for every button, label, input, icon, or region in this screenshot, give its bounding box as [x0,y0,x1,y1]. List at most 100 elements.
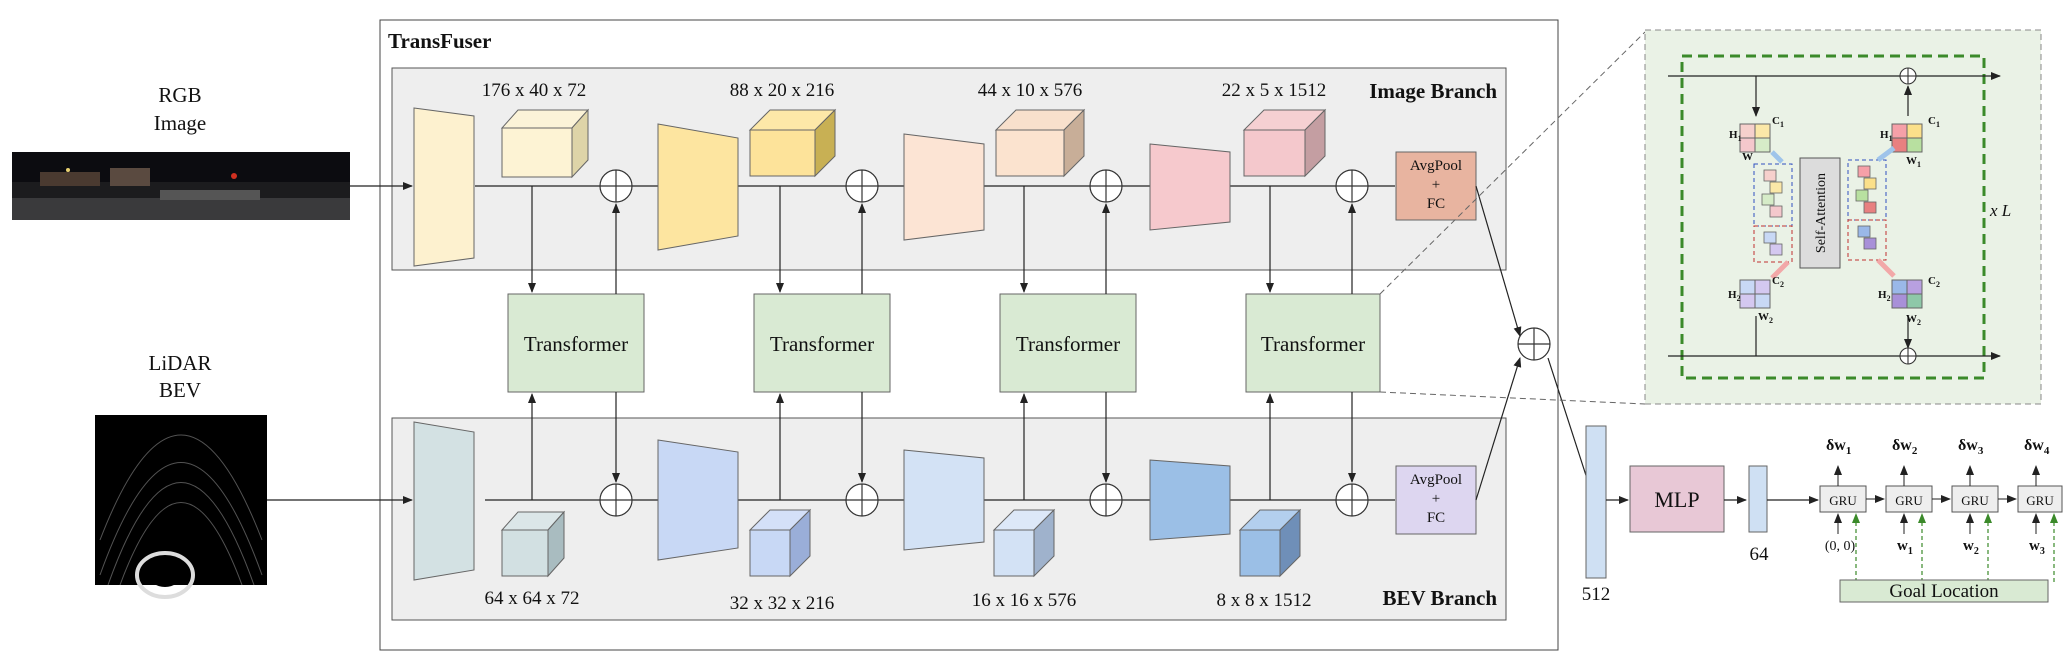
attention-rails [1668,72,2001,360]
bev-encoder-1 [413,421,475,581]
rgb-input: RGB Image [12,83,350,220]
image-encoder-2 [657,123,739,251]
w2-left: W2 [1758,311,1773,325]
rgb-image [12,152,350,220]
w2-right: W2 [1906,313,1921,327]
bev-avgpool-box [1395,465,1477,535]
lidar-bev-image [95,415,267,599]
image-token-grid-left [1739,123,1771,153]
output-dw-3: δw3 [1958,437,1984,457]
bev-token-group-right [1847,219,1887,261]
image-feature-cube-4 [1242,108,1327,178]
bev-encoder-4 [1149,459,1231,541]
bev-avgpool-line3: FC [1427,510,1445,526]
image-sum-node-4 [1335,169,1369,203]
output-dw-1: δw1 [1826,437,1851,457]
vector-64-label: 64 [1750,544,1770,565]
c2-left: C2 [1772,275,1784,289]
zoom-line-top [1379,31,1646,295]
gru-3: GRU [1951,485,1999,513]
bev-encoder-3 [903,449,985,551]
lidar-label-2: BEV [159,378,201,402]
attention-detail-panel [1644,29,2042,405]
goal-location-label: Goal Location [1889,581,1999,602]
bev-size-2: 32 x 32 x 216 [730,593,835,614]
gru-input-w2: w2 [1963,538,1979,557]
token-stack-right [1855,165,1877,250]
zoom-line-bottom [1379,391,1646,405]
transfuser-title: TransFuser [388,29,491,53]
image-feature-cube-2 [748,108,837,178]
image-token-group-left [1753,163,1793,227]
image-sum-node-3 [1089,169,1123,203]
gru-input-w3: w3 [2029,538,2045,557]
gru-2: GRU [1885,485,1933,513]
token-stack-left [1761,169,1783,256]
image-avgpool-line3: FC [1427,196,1445,212]
rgb-label-1: RGB [158,83,201,107]
bev-sum-node-2 [845,483,879,517]
transformer-block-1: Transformer [507,293,645,393]
fusion-sum-node [1517,327,1551,361]
transformer-label-1: Transformer [524,332,628,356]
h2-right: H2 [1878,289,1891,303]
bev-sum-node-4 [1335,483,1369,517]
bev-token-grid-left [1739,279,1771,309]
image-avgpool-line1: AvgPool [1410,158,1462,174]
bev-size-1: 64 x 64 x 72 [485,588,580,609]
attention-sum-nodes [1899,67,1917,365]
gru-init-label: (0, 0) [1825,539,1856,554]
self-attention-box [1799,157,1841,269]
output-dw-4: δw4 [2024,437,2050,457]
rgb-label-2: Image [154,111,206,135]
bev-branch-label: BEV Branch [1382,586,1497,610]
image-token-grid-right [1891,123,1923,153]
bev-sum-node-3 [1089,483,1123,517]
fusion-output-lines [1475,185,1594,501]
bev-feature-cube-3 [992,508,1056,578]
bev-encoder-2 [657,439,739,561]
image-size-4: 22 x 5 x 1512 [1222,80,1327,101]
bev-feature-cube-1 [500,510,566,578]
self-attention-label: Self-Attention [1814,173,1829,253]
gru-3-label: GRU [1961,493,1989,508]
gru-4-label: GRU [2026,493,2054,508]
bev-sum-node-1 [599,483,633,517]
gru-input-w1: w1 [1897,538,1913,557]
h1-left: H1 [1729,129,1742,143]
bev-size-4: 8 x 8 x 1512 [1217,590,1312,611]
gru-1-label: GRU [1829,493,1857,508]
attention-connectors [1770,146,1896,280]
gru-2-label: GRU [1895,493,1923,508]
vector-512 [1585,425,1607,579]
w1-right: W1 [1906,155,1921,169]
image-size-3: 44 x 10 x 576 [978,80,1083,101]
lidar-input: LiDAR BEV [95,351,267,599]
transformer-block-3: Transformer [999,293,1137,393]
bev-size-3: 16 x 16 x 576 [972,590,1077,611]
image-feature-cube-3 [994,108,1086,178]
image-sum-node-2 [845,169,879,203]
gru-4: GRU [2017,485,2063,513]
transformer-label-4: Transformer [1261,332,1365,356]
transformer-label-3: Transformer [1016,332,1120,356]
transfuser-frame [379,19,1559,651]
image-encoder-1 [413,107,475,267]
h2-left: H2 [1728,289,1741,303]
bev-token-group-left [1753,225,1793,263]
w1-left: W [1742,151,1753,163]
times-l-label: x L [1989,201,2011,220]
transformer-label-2: Transformer [770,332,874,356]
bev-feature-cube-2 [748,508,812,578]
image-size-1: 176 x 40 x 72 [482,80,587,101]
mlp-label: MLP [1654,487,1699,512]
c1-right: C1 [1928,115,1940,129]
vector-512-label: 512 [1582,584,1611,605]
transformer-block-2: Transformer [753,293,891,393]
goal-connections [1852,513,2058,582]
attention-layer-frame [1680,54,1986,380]
bev-feature-cube-4 [1238,508,1302,578]
image-branch-label: Image Branch [1369,79,1497,103]
bev-avgpool-line1: AvgPool [1410,472,1462,488]
